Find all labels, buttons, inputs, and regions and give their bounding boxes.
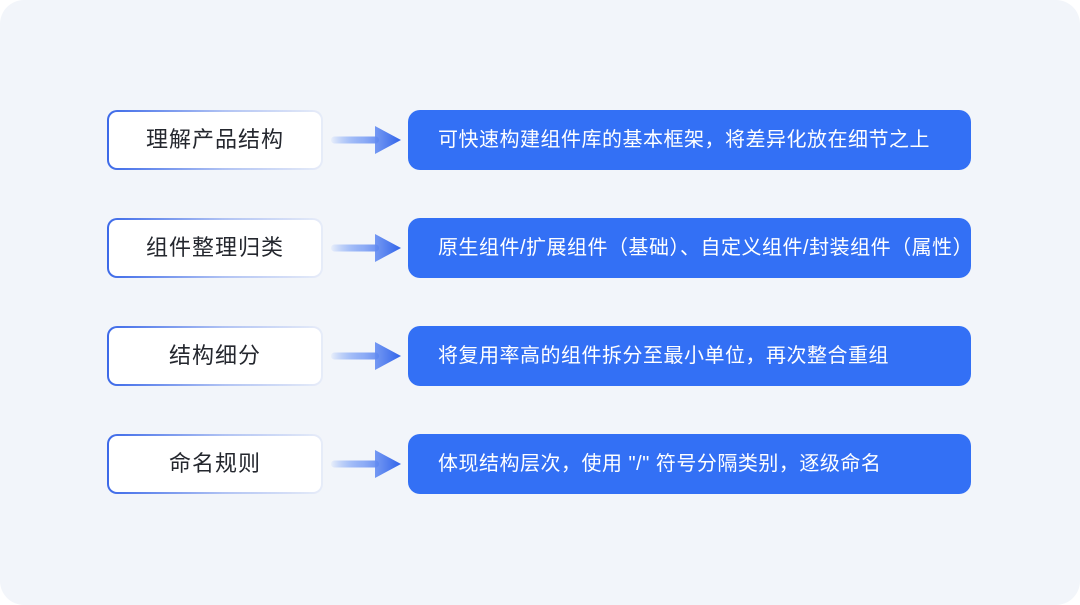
description-box-4: 体现结构层次，使用 "/" 符号分隔类别，逐级命名 bbox=[408, 434, 971, 494]
flow-row-1: 理解产品结构 可快速构建组件库的基本框架，将差异化放在细节之上 bbox=[0, 110, 1080, 170]
flow-rows: 理解产品结构 可快速构建组件库的基本框架，将差异化放在细节之上 组件整理归类 原… bbox=[0, 110, 1080, 494]
flow-row-3: 结构细分 将复用率高的组件拆分至最小单位，再次整合重组 bbox=[0, 326, 1080, 386]
arrow-right-icon bbox=[331, 450, 401, 478]
step-label: 结构细分 bbox=[168, 343, 261, 368]
step-label: 理解产品结构 bbox=[145, 127, 284, 152]
arrow-right-icon bbox=[331, 342, 401, 370]
description-box-2: 原生组件/扩展组件（基础）、自定义组件/封装组件（属性） bbox=[408, 218, 974, 278]
description-text: 原生组件/扩展组件（基础）、自定义组件/封装组件（属性） bbox=[438, 237, 974, 259]
description-box-1: 可快速构建组件库的基本框架，将差异化放在细节之上 bbox=[408, 110, 971, 170]
arrow-right-icon bbox=[331, 126, 401, 154]
description-text: 可快速构建组件库的基本框架，将差异化放在细节之上 bbox=[438, 129, 930, 151]
step-label: 命名规则 bbox=[168, 451, 261, 476]
description-text: 体现结构层次，使用 "/" 符号分隔类别，逐级命名 bbox=[438, 453, 882, 475]
description-box-3: 将复用率高的组件拆分至最小单位，再次整合重组 bbox=[408, 326, 971, 386]
flow-row-4: 命名规则 体现结构层次，使用 "/" 符号分隔类别，逐级命名 bbox=[0, 434, 1080, 494]
flow-row-2: 组件整理归类 原生组件/扩展组件（基础）、自定义组件/封装组件（属性） bbox=[0, 218, 1080, 278]
step-label-box-1: 理解产品结构 bbox=[107, 110, 323, 170]
step-label-box-2: 组件整理归类 bbox=[107, 218, 323, 278]
arrow-right-icon bbox=[331, 234, 401, 262]
step-label-box-3: 结构细分 bbox=[107, 326, 323, 386]
step-label: 组件整理归类 bbox=[145, 235, 284, 260]
description-text: 将复用率高的组件拆分至最小单位，再次整合重组 bbox=[438, 345, 889, 367]
step-label-box-4: 命名规则 bbox=[107, 434, 323, 494]
